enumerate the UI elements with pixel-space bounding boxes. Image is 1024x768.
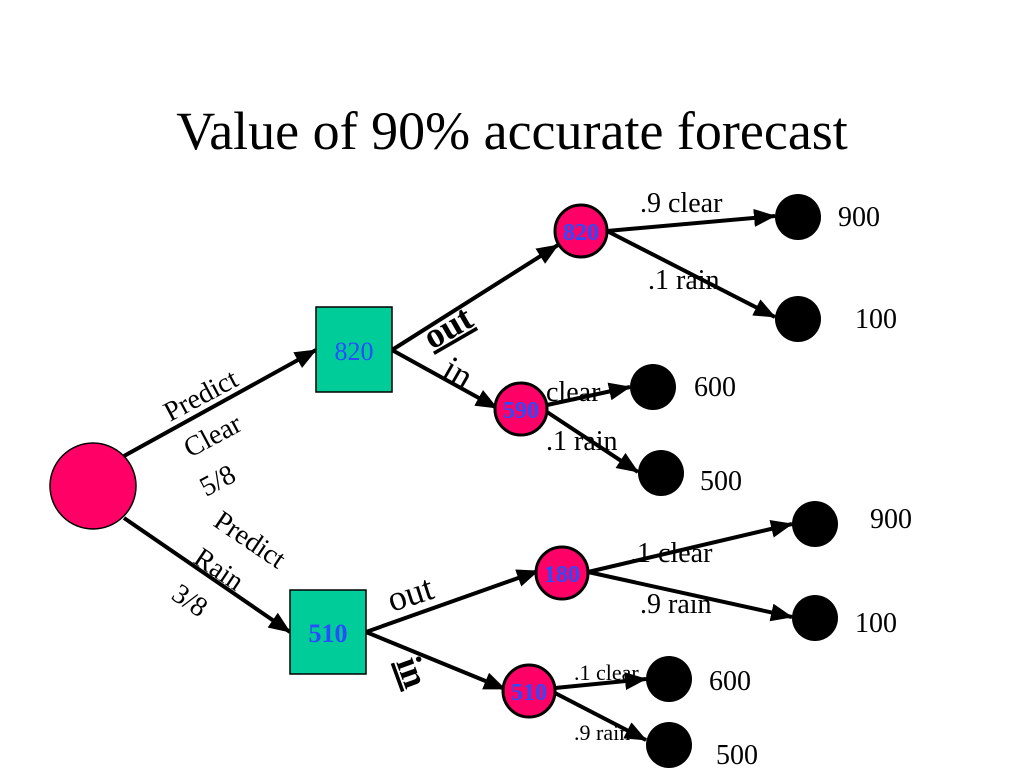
payoff-clear-in-clear: 600	[694, 372, 736, 403]
chance-node-rain-out	[534, 545, 590, 601]
edge-root-to-rain-decision	[122, 516, 292, 634]
decision-node-rain-value: 510	[309, 619, 348, 648]
payoff-clear-in-rain: 500	[700, 466, 742, 497]
payoff-rain-in-clear: 600	[709, 666, 751, 697]
edge-clear-in-rain	[545, 410, 640, 474]
terminal-node	[646, 656, 692, 702]
terminal-node	[775, 296, 821, 342]
chance-node-clear-in	[493, 381, 549, 437]
slide-title: Value of 90% accurate forecast	[176, 101, 848, 161]
edge-clear-in-clear	[546, 382, 631, 407]
action-clear-in-label: in	[436, 348, 480, 397]
chance-node-rain-in-value: 510	[511, 680, 547, 706]
chance-node-clear-out	[553, 203, 609, 259]
outcome-rain-in-clear-label: .1 clear	[574, 660, 639, 685]
edge-clear-out-rain	[606, 229, 776, 319]
chance-node-rain-out-value: 180	[544, 562, 580, 588]
terminal-node	[792, 501, 838, 547]
decision-node-clear	[315, 306, 393, 393]
outcome-clear-in-rain-label: .1 rain	[546, 426, 618, 457]
outcome-clear-out-rain-label: .1 rain	[648, 265, 720, 296]
root-chance-node	[49, 442, 137, 530]
chance-node-clear-out-value: 820	[563, 220, 599, 246]
payoff-rain-out-rain: 100	[855, 608, 897, 639]
edge-clear-out-clear	[606, 208, 776, 233]
edge-rain-out-clear	[587, 520, 793, 574]
payoff-rain-out-clear: 900	[870, 504, 912, 535]
outcome-rain-in-rain-label: .9 rain	[574, 720, 630, 745]
edge-root-to-clear-decision	[123, 348, 317, 458]
payoff-rain-in-rain: 500	[716, 740, 758, 768]
terminal-node	[775, 194, 821, 240]
edges	[122, 208, 793, 742]
edge-rain-in-clear	[554, 672, 647, 691]
action-rain-out-label: out	[382, 567, 438, 619]
edge-rain-out	[365, 569, 539, 634]
chance-node-rain-in	[501, 663, 557, 719]
terminal-node	[630, 364, 676, 410]
edge-rain-in-rain	[554, 691, 647, 742]
decision-node-clear-value: 820	[335, 337, 374, 366]
payoff-clear-out-rain: 100	[855, 304, 897, 335]
payoff-clear-out-clear: 900	[838, 202, 880, 233]
terminal-node	[638, 450, 684, 496]
action-clear-out-label: out	[416, 297, 479, 357]
outcome-rain-out-clear-label: .1 clear	[630, 538, 713, 569]
terminal-node	[792, 595, 838, 641]
outcome-clear-in-clear-label: clear	[546, 377, 601, 408]
outcome-clear-out-clear-label: .9 clear	[640, 188, 723, 219]
action-rain-in-label: in	[388, 651, 436, 693]
edge-rain-out-rain	[587, 570, 793, 622]
predict-clear-prob: 5/8	[195, 459, 241, 503]
edge-clear-out	[390, 243, 560, 352]
terminal-node	[646, 722, 692, 768]
edge-clear-in	[391, 348, 498, 410]
outcome-rain-out-rain-label: .9 rain	[640, 589, 712, 620]
chance-node-clear-in-value: 590	[503, 398, 539, 424]
predict-rain-prob: 3/8	[166, 578, 213, 624]
edge-rain-in	[365, 630, 506, 691]
decision-node-rain	[289, 589, 367, 675]
